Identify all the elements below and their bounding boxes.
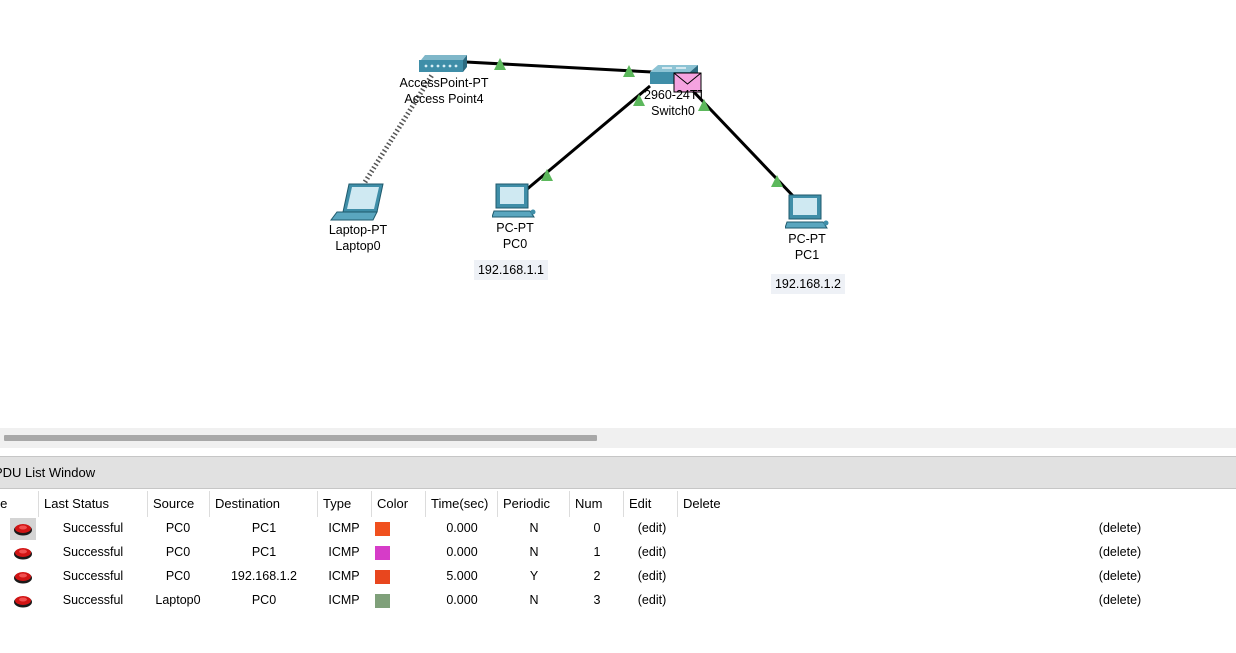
- switch-model: 2960-24TT: [644, 88, 702, 102]
- pc0-name: PC0: [502, 237, 528, 251]
- fire-icon: [14, 596, 32, 608]
- fire-button[interactable]: [13, 570, 33, 584]
- num-cell: 0: [593, 521, 601, 535]
- delete-link[interactable]: (delete): [1098, 569, 1142, 583]
- fire-button[interactable]: [13, 546, 33, 560]
- num-cell: 2: [593, 569, 601, 583]
- column-header-fire[interactable]: Fire: [0, 496, 8, 511]
- pc1-icon[interactable]: [785, 194, 831, 230]
- periodic-cell: N: [529, 521, 539, 535]
- num-cell: 1: [593, 545, 601, 559]
- access-point-icon[interactable]: [417, 52, 469, 76]
- column-header-time[interactable]: Time(sec): [425, 491, 498, 517]
- color-swatch: [375, 594, 390, 608]
- source-cell: Laptop0: [155, 593, 201, 607]
- fire-button[interactable]: [10, 518, 36, 540]
- time-cell: 0.000: [446, 545, 478, 559]
- fire-icon: [14, 572, 32, 584]
- edit-link[interactable]: (edit): [637, 569, 667, 583]
- status-cell: Successful: [62, 521, 124, 535]
- pc1-label: PC-PT PC1: [788, 231, 826, 263]
- link-up-indicator: [771, 175, 783, 187]
- pc0-model: PC-PT: [496, 221, 534, 235]
- time-cell: 0.000: [446, 593, 478, 607]
- destination-cell: PC1: [251, 545, 277, 559]
- delete-link[interactable]: (delete): [1098, 593, 1142, 607]
- column-header-last-status[interactable]: Last Status: [38, 491, 147, 517]
- link-up-indicator: [633, 94, 645, 106]
- delete-link[interactable]: (delete): [1098, 545, 1142, 559]
- pc1-ip-label: 192.168.1.2: [770, 274, 846, 294]
- periodic-cell: N: [529, 545, 539, 559]
- color-swatch: [375, 522, 390, 536]
- color-swatch: [375, 546, 390, 560]
- column-header-color[interactable]: Color: [371, 491, 426, 517]
- num-cell: 3: [593, 593, 601, 607]
- time-cell: 5.000: [446, 569, 478, 583]
- pc1-model: PC-PT: [788, 232, 826, 246]
- periodic-cell: Y: [529, 569, 539, 583]
- link-up-indicator: [494, 58, 506, 70]
- link-ap-switch[interactable]: [465, 60, 653, 74]
- switch-name: Switch0: [651, 104, 695, 118]
- status-cell: Successful: [62, 569, 124, 583]
- pdu-window-title: PDU List Window: [0, 465, 96, 480]
- edit-link[interactable]: (edit): [637, 521, 667, 535]
- envelope-icon[interactable]: [673, 72, 703, 94]
- pdu-window-titlebar: PDU List Window: [0, 456, 1236, 489]
- column-header-num[interactable]: Num: [569, 491, 624, 517]
- fire-icon: [14, 524, 32, 536]
- type-cell: ICMP: [328, 593, 360, 607]
- access-point-model: AccessPoint-PT: [399, 76, 489, 90]
- destination-cell: PC1: [251, 521, 277, 535]
- destination-cell: 192.168.1.2: [230, 569, 298, 583]
- link-up-indicator: [698, 99, 710, 111]
- fire-button[interactable]: [13, 594, 33, 608]
- link-up-indicator: [623, 65, 635, 77]
- horizontal-scrollbar[interactable]: [0, 428, 1236, 448]
- edit-link[interactable]: (edit): [637, 593, 667, 607]
- source-cell: PC0: [165, 545, 191, 559]
- pdu-row[interactable]: Successful PC0 192.168.1.2 ICMP 5.000 Y 2 (edit…: [0, 565, 1236, 589]
- periodic-cell: N: [529, 593, 539, 607]
- column-header-type[interactable]: Type: [317, 491, 371, 517]
- pdu-row[interactable]: Successful PC0 PC1 ICMP 0.000 N 1 (edit) (delete…: [0, 541, 1236, 565]
- delete-link[interactable]: (delete): [1098, 521, 1142, 535]
- pc0-ip-label: 192.168.1.1: [473, 260, 549, 280]
- pc0-icon[interactable]: [492, 183, 538, 219]
- laptop-model: Laptop-PT: [328, 223, 388, 237]
- type-cell: ICMP: [328, 545, 360, 559]
- scrollbar-thumb[interactable]: [4, 435, 597, 441]
- pc1-name: PC1: [794, 248, 820, 262]
- links-layer: [362, 58, 797, 200]
- link-up-indicator: [541, 169, 553, 181]
- laptop-name: Laptop0: [335, 239, 381, 253]
- column-header-periodic[interactable]: Periodic: [497, 491, 570, 517]
- access-point-name: Access Point4: [404, 92, 484, 106]
- status-cell: Successful: [62, 545, 124, 559]
- pdu-row[interactable]: Successful Laptop0 PC0 ICMP 0.000 N 3 (edit) (de…: [0, 589, 1236, 613]
- status-cell: Successful: [62, 593, 124, 607]
- wireless-link: [362, 73, 435, 184]
- type-cell: ICMP: [328, 521, 360, 535]
- pc0-label: PC-PT PC0: [496, 220, 534, 252]
- column-header-delete[interactable]: Delete: [677, 491, 1236, 517]
- column-header-destination[interactable]: Destination: [209, 491, 318, 517]
- column-header-edit[interactable]: Edit: [623, 491, 678, 517]
- edit-link[interactable]: (edit): [637, 545, 667, 559]
- destination-cell: PC0: [251, 593, 277, 607]
- source-cell: PC0: [165, 521, 191, 535]
- logical-workspace[interactable]: AccessPoint-PT Access Point4 2960-24TT S…: [0, 0, 1236, 428]
- color-swatch: [375, 570, 390, 584]
- laptop-icon[interactable]: [329, 182, 387, 222]
- switch-label: 2960-24TT Switch0: [644, 87, 702, 119]
- access-point-label: AccessPoint-PT Access Point4: [400, 75, 489, 107]
- column-header-source[interactable]: Source: [147, 491, 210, 517]
- laptop-label: Laptop-PT Laptop0: [329, 222, 387, 254]
- type-cell: ICMP: [328, 569, 360, 583]
- fire-icon: [14, 548, 32, 560]
- source-cell: PC0: [165, 569, 191, 583]
- pdu-row[interactable]: Successful PC0 PC1 ICMP 0.000 N 0 (edit) (delete…: [0, 517, 1236, 541]
- time-cell: 0.000: [446, 521, 478, 535]
